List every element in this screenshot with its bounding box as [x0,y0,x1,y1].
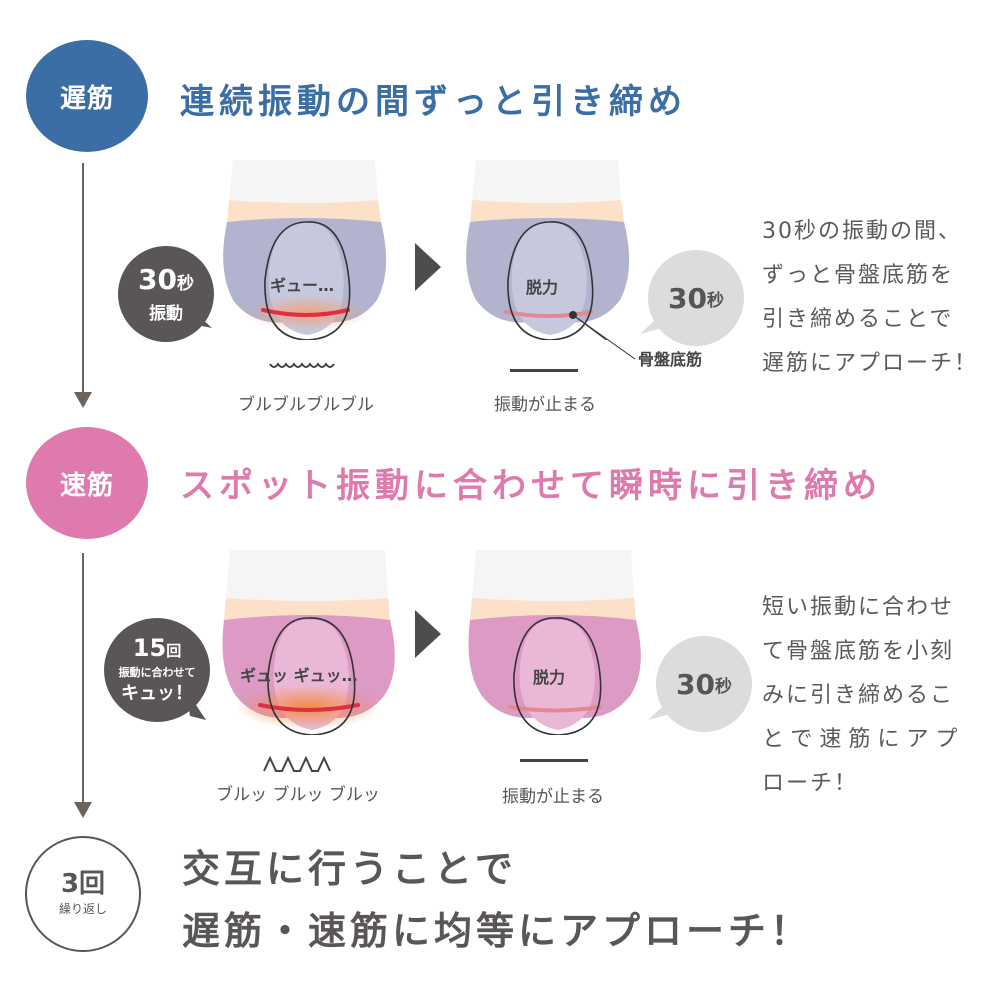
slow-muscle-badge: 遅筋 [26,40,148,152]
slow-left-bubble-sub: 振動 [149,303,183,324]
fast-left-bubble-sub2: キュッ！ [121,682,193,704]
stopped-vibration-line-2 [520,759,588,762]
fast-right-figure-text: 脱力 [533,668,566,687]
slow-right-caption: 振動が止まる [494,395,596,415]
flow-arrow-line-1 [82,163,84,393]
next-arrow-icon-2 [415,610,441,658]
slow-left-bubble-main: 30秒 [138,262,194,296]
slow-section-title: 連続振動の間ずっと引き締め [180,82,687,122]
slow-left-caption: ブルブルブルブル [238,395,374,415]
flow-arrow-head-2 [74,802,92,818]
slow-left-bubble: 30秒 振動 [118,246,214,342]
slow-left-bubble-tail [188,306,212,328]
repeat-label: 繰り返し [58,902,107,916]
repeat-badge: 3回 繰り返し [25,836,141,952]
fast-left-bubble-sub: 振動に合わせて [118,665,196,679]
stopped-vibration-line [510,369,578,372]
slow-relaxed-figure [466,160,630,340]
summary-text: 交互に行うことで 遅筋・速筋に均等にアプローチ！ [182,838,812,962]
fast-description: 短い振動に合わせ て骨盤底筋を小刻 みに引き締めるこ とで速筋にアプ ローチ！ [762,595,965,796]
fast-right-caption: 振動が止まる [502,787,604,807]
fast-relaxed-figure [468,550,641,735]
fast-left-figure-text: ギュッ ギュッ… [240,666,358,685]
summary-line-2: 遅筋・速筋に均等にアプローチ！ [182,909,813,953]
summary-line-1: 交互に行うことで [182,847,517,891]
flow-arrow-line-2 [82,553,84,803]
slow-right-bubble-tail [640,310,666,334]
slow-vibrating-figure [223,160,387,340]
pulse-vibration-icon [263,755,331,772]
slow-muscle-badge-label: 遅筋 [59,83,114,114]
fast-section-title: スポット振動に合わせて瞬時に引き締め [180,466,882,506]
fast-left-caption: ブルッ ブルッ ブルッ [216,785,380,805]
fast-right-bubble-tail [648,696,674,720]
fast-left-bubble-tail [186,690,206,720]
slow-right-figure-text: 脱力 [526,278,559,297]
muscle-pointer-line [573,315,636,360]
next-arrow-icon [415,243,441,291]
fast-vibrating-figure [222,550,395,735]
fast-muscle-badge-label: 速筋 [59,470,114,501]
wavy-vibration-icon [269,362,335,368]
repeat-count: 3回 [60,869,106,899]
pelvic-floor-muscle-label: 骨盤底筋 [638,350,703,369]
fast-left-bubble-main: 15回 [132,633,182,662]
flow-arrow-head-1 [74,392,92,408]
slow-description: 30秒の振動の間、 ずっと骨盤底筋を 引き締めることで 遅筋にアプローチ！ [762,219,979,376]
fast-muscle-badge: 速筋 [26,427,148,539]
slow-left-figure-text: ギュー… [270,276,335,295]
